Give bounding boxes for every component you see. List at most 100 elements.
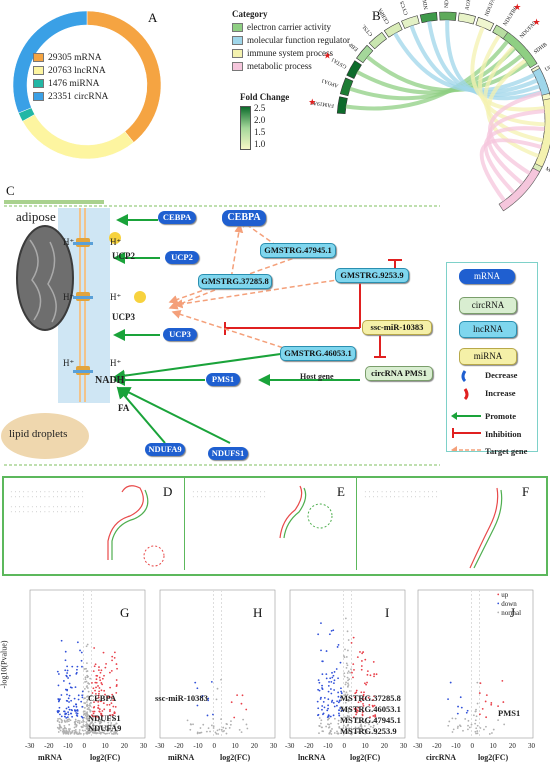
volcano-point xyxy=(64,650,67,653)
volcano-point xyxy=(87,682,90,685)
volcano-tick: -10 xyxy=(63,742,73,750)
volcano-tick: -30 xyxy=(285,742,295,750)
volcano-point xyxy=(349,709,352,712)
volcano-point xyxy=(86,708,89,710)
volcano-point xyxy=(75,724,78,727)
volcano-point xyxy=(359,651,361,653)
volcano-point xyxy=(476,730,479,732)
volcano-point xyxy=(112,699,114,702)
volcano-point xyxy=(64,669,67,672)
volcano-point xyxy=(353,708,356,710)
volcano-point xyxy=(362,702,364,705)
volcano-point xyxy=(89,709,92,712)
volcano-point xyxy=(111,730,113,733)
volcano-point xyxy=(94,726,97,729)
volcano-tick: 30 xyxy=(140,742,148,750)
volcano-point xyxy=(333,732,336,734)
chord-seg-2 xyxy=(346,60,362,79)
volcano-point xyxy=(464,718,467,720)
volcano-point xyxy=(476,702,479,705)
gene-cebpa: CEBPA xyxy=(88,693,117,703)
volcano-point xyxy=(490,702,493,704)
volcano-point xyxy=(346,630,349,633)
node-ssc-mir-10383: ssc-miR-10383 xyxy=(362,320,432,335)
volcano-point xyxy=(58,723,61,726)
volcano-point xyxy=(94,681,97,684)
volcano-point xyxy=(92,724,95,727)
volcano-point xyxy=(330,630,333,632)
volcano-point xyxy=(216,729,219,732)
volcano-point xyxy=(95,686,97,689)
volcano-point xyxy=(104,693,106,696)
volcano-point xyxy=(216,687,219,690)
volcano-point xyxy=(344,617,347,620)
volcano-point xyxy=(328,732,331,735)
h-plus-6: H⁺ xyxy=(110,358,122,368)
volcano-point xyxy=(66,716,69,719)
key-mirna: miRNA xyxy=(459,348,517,365)
volcano-point xyxy=(372,715,375,717)
volcano-point xyxy=(186,719,189,722)
volcano-point xyxy=(88,717,91,720)
volcano-tick: 0 xyxy=(343,742,347,750)
volcano-point xyxy=(70,708,73,711)
key-promote: Promote xyxy=(485,411,516,421)
volcano-point xyxy=(90,730,93,732)
volcano-point xyxy=(106,696,109,699)
volcano-point xyxy=(481,707,484,710)
volcano-point xyxy=(462,729,464,732)
volcano-point xyxy=(92,706,95,709)
volcano-point xyxy=(372,699,375,701)
volcano-point xyxy=(357,721,359,724)
volcano-point xyxy=(457,705,459,708)
volcano-point xyxy=(321,708,323,711)
volcano-point xyxy=(103,708,106,711)
volcano-point xyxy=(98,692,100,695)
volcano-point xyxy=(82,719,85,722)
volcano-point xyxy=(91,715,94,718)
volcano-point xyxy=(94,663,97,666)
volcano-point xyxy=(107,721,110,724)
volcano-tick: -20 xyxy=(304,742,314,750)
key-circrna: circRNA xyxy=(459,297,517,314)
volcano-point xyxy=(74,718,77,721)
volcano-point xyxy=(115,691,118,694)
chord-star: ★ xyxy=(532,17,540,27)
volcano-point xyxy=(98,732,101,735)
volcano-point xyxy=(465,711,468,714)
volcano-point xyxy=(105,725,108,728)
volcano-point xyxy=(336,730,338,733)
volcano-point xyxy=(89,705,92,707)
volcano-point xyxy=(56,719,59,722)
volcano-point xyxy=(92,712,95,715)
volcano-point xyxy=(456,727,459,729)
chord-ribbon xyxy=(486,58,539,158)
volcano-point xyxy=(479,682,482,685)
volcano-point xyxy=(474,722,477,725)
volcano-point xyxy=(80,700,83,703)
volcano-point xyxy=(112,714,114,716)
volcano-point xyxy=(492,728,495,731)
volcano-point xyxy=(357,710,359,712)
volcano-point xyxy=(77,694,80,697)
volcano-point xyxy=(340,728,343,731)
chord-ribbon xyxy=(486,108,545,186)
volcano-point xyxy=(60,726,63,729)
volcano-point xyxy=(210,681,213,683)
panel-label-h: H xyxy=(253,605,263,620)
ucp3-label: UCP3 xyxy=(112,312,135,322)
volcano-point xyxy=(69,712,72,715)
volcano-point xyxy=(362,698,365,700)
volcano-point xyxy=(355,691,358,694)
volcano-point xyxy=(459,696,462,699)
gene-ssc-mir-10383: ssc-miR-10383 xyxy=(155,693,208,703)
chord-gene-4: CTSL xyxy=(361,22,375,37)
volcano-point xyxy=(200,696,203,699)
volcano-point xyxy=(97,694,100,697)
volcano-point xyxy=(319,698,322,700)
volcano-point xyxy=(98,690,101,693)
volcano-point xyxy=(88,732,91,735)
volcano-tick: 0 xyxy=(83,742,87,750)
volcano-point xyxy=(364,698,367,700)
chord-gene-10: NDUFA4L xyxy=(484,0,499,17)
